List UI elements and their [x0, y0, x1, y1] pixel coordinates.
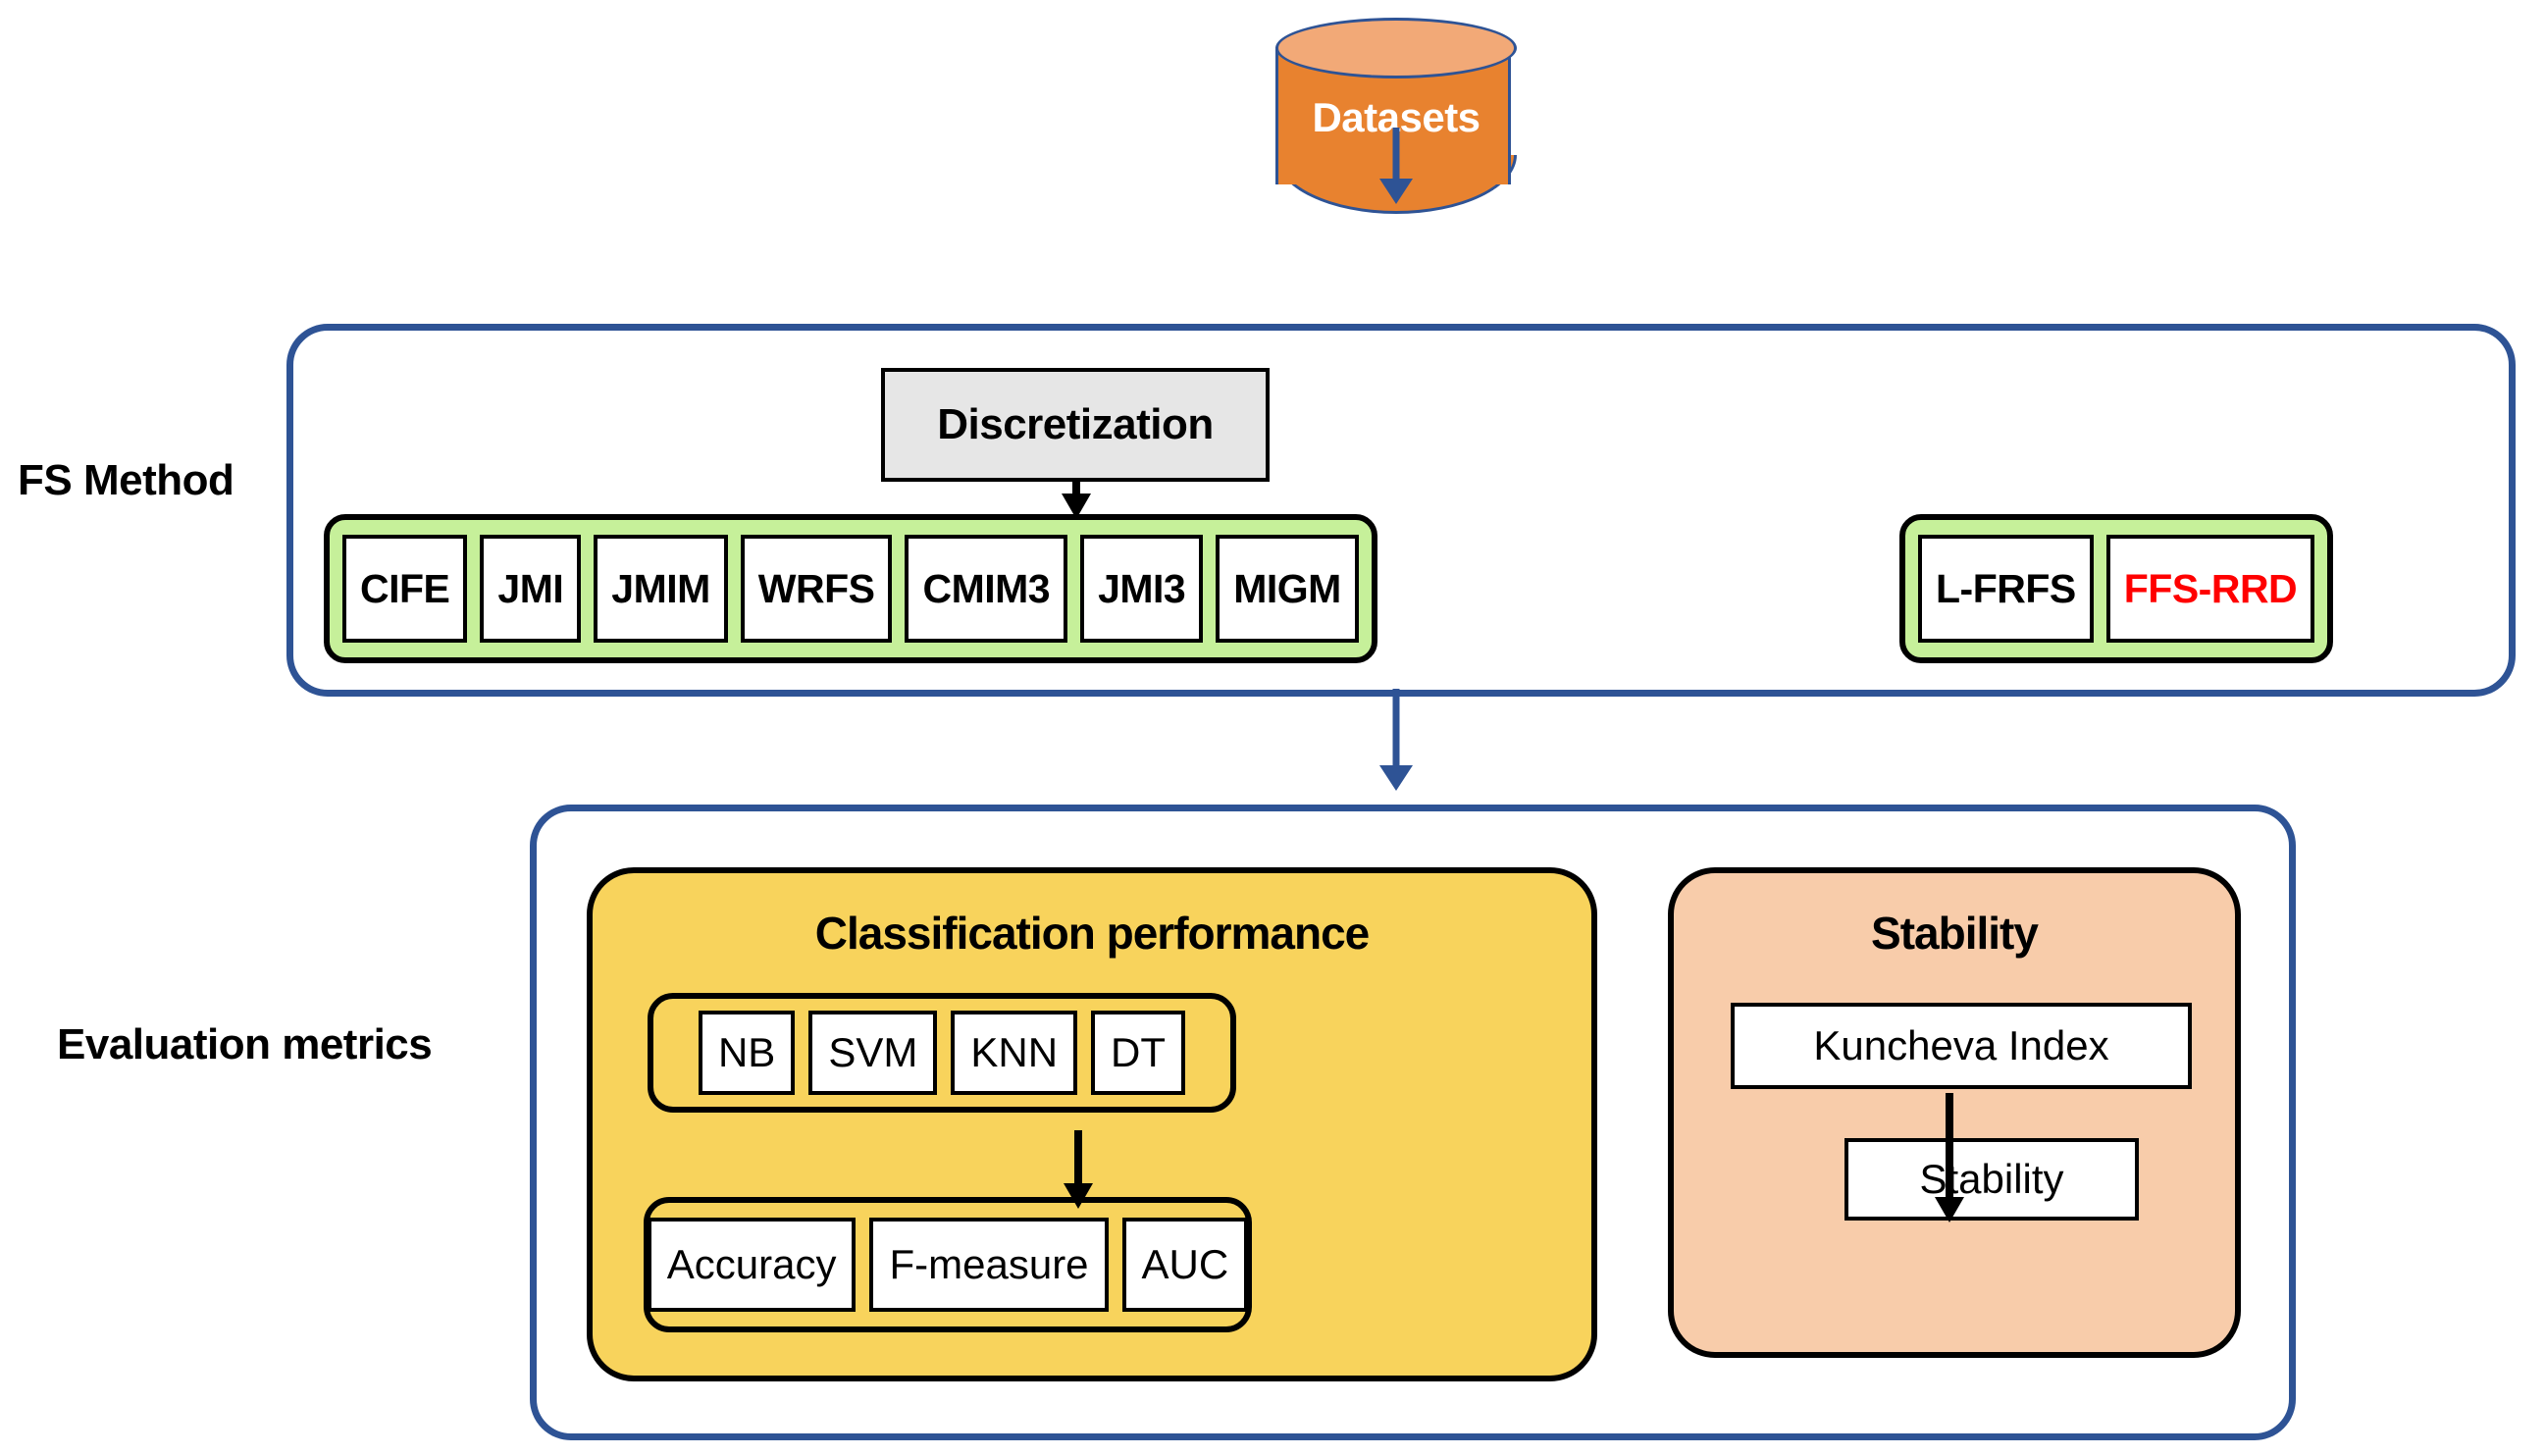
- arrow-datasets-to-fs-method: [1378, 128, 1414, 204]
- fs-method-item[interactable]: L-FRFS: [1918, 535, 2094, 643]
- cylinder-top-ellipse-icon: [1275, 18, 1517, 78]
- fs-method-item[interactable]: CIFE: [342, 535, 468, 643]
- classifier-item[interactable]: NB: [698, 1011, 796, 1095]
- arrow-head-icon: [1935, 1197, 1964, 1222]
- arrow-shaft: [1946, 1093, 1953, 1199]
- arrow-discretization-to-methods: [1061, 482, 1092, 519]
- arrow-fs-method-to-evaluation: [1378, 689, 1414, 793]
- classification-performance-card: Classification performance NB SVM KNN DT…: [587, 867, 1597, 1381]
- fs-method-item[interactable]: MIGM: [1216, 535, 1359, 643]
- fs-method-group-fuzzy-rough: L-FRFS FFS-RRD: [1899, 514, 2334, 663]
- arrow-shaft: [1074, 1130, 1082, 1185]
- stability-card: Stability Kuncheva Index Stability: [1668, 867, 2241, 1358]
- discretization-box[interactable]: Discretization: [881, 368, 1270, 482]
- classification-performance-title: Classification performance: [814, 908, 1371, 959]
- performance-measures-group: Accuracy F-measure AUC: [644, 1197, 1252, 1332]
- arrow-head-icon: [1379, 179, 1413, 204]
- stability-title: Stability: [1871, 908, 2039, 959]
- fs-method-item-proposed[interactable]: FFS-RRD: [2105, 535, 2315, 643]
- performance-measure-item[interactable]: AUC: [1121, 1218, 1249, 1312]
- arrow-shaft: [1392, 689, 1400, 767]
- classifiers-group: NB SVM KNN DT: [648, 993, 1236, 1113]
- arrow-head-icon: [1379, 765, 1413, 791]
- arrow-shaft: [1392, 128, 1400, 181]
- fs-method-item[interactable]: JMI3: [1080, 535, 1204, 643]
- stability-output-box[interactable]: Stability: [1844, 1138, 2139, 1221]
- fs-method-item[interactable]: JMI: [480, 535, 582, 643]
- arrow-head-icon: [1064, 1183, 1093, 1209]
- fs-method-item[interactable]: CMIM3: [905, 535, 1068, 643]
- fs-method-group-information-theoretic: CIFE JMI JMIM WRFS CMIM3 JMI3 MIGM: [324, 514, 1377, 663]
- fs-method-item[interactable]: WRFS: [740, 535, 893, 643]
- evaluation-metrics-section-label: Evaluation metrics: [57, 1020, 433, 1068]
- classifier-item[interactable]: KNN: [951, 1011, 1078, 1095]
- performance-measure-item[interactable]: F-measure: [869, 1218, 1109, 1312]
- arrow-kuncheva-to-stability: [1934, 1093, 1965, 1222]
- arrow-shaft: [1072, 482, 1080, 495]
- arrow-classifiers-to-measures: [1063, 1130, 1094, 1209]
- classifier-item[interactable]: SVM: [808, 1011, 938, 1095]
- fs-method-item[interactable]: JMIM: [594, 535, 728, 643]
- classifier-item[interactable]: DT: [1091, 1011, 1186, 1095]
- performance-measure-item[interactable]: Accuracy: [647, 1218, 857, 1312]
- fs-method-section-label: FS Method: [18, 456, 234, 504]
- kuncheva-index-box[interactable]: Kuncheva Index: [1731, 1003, 2192, 1089]
